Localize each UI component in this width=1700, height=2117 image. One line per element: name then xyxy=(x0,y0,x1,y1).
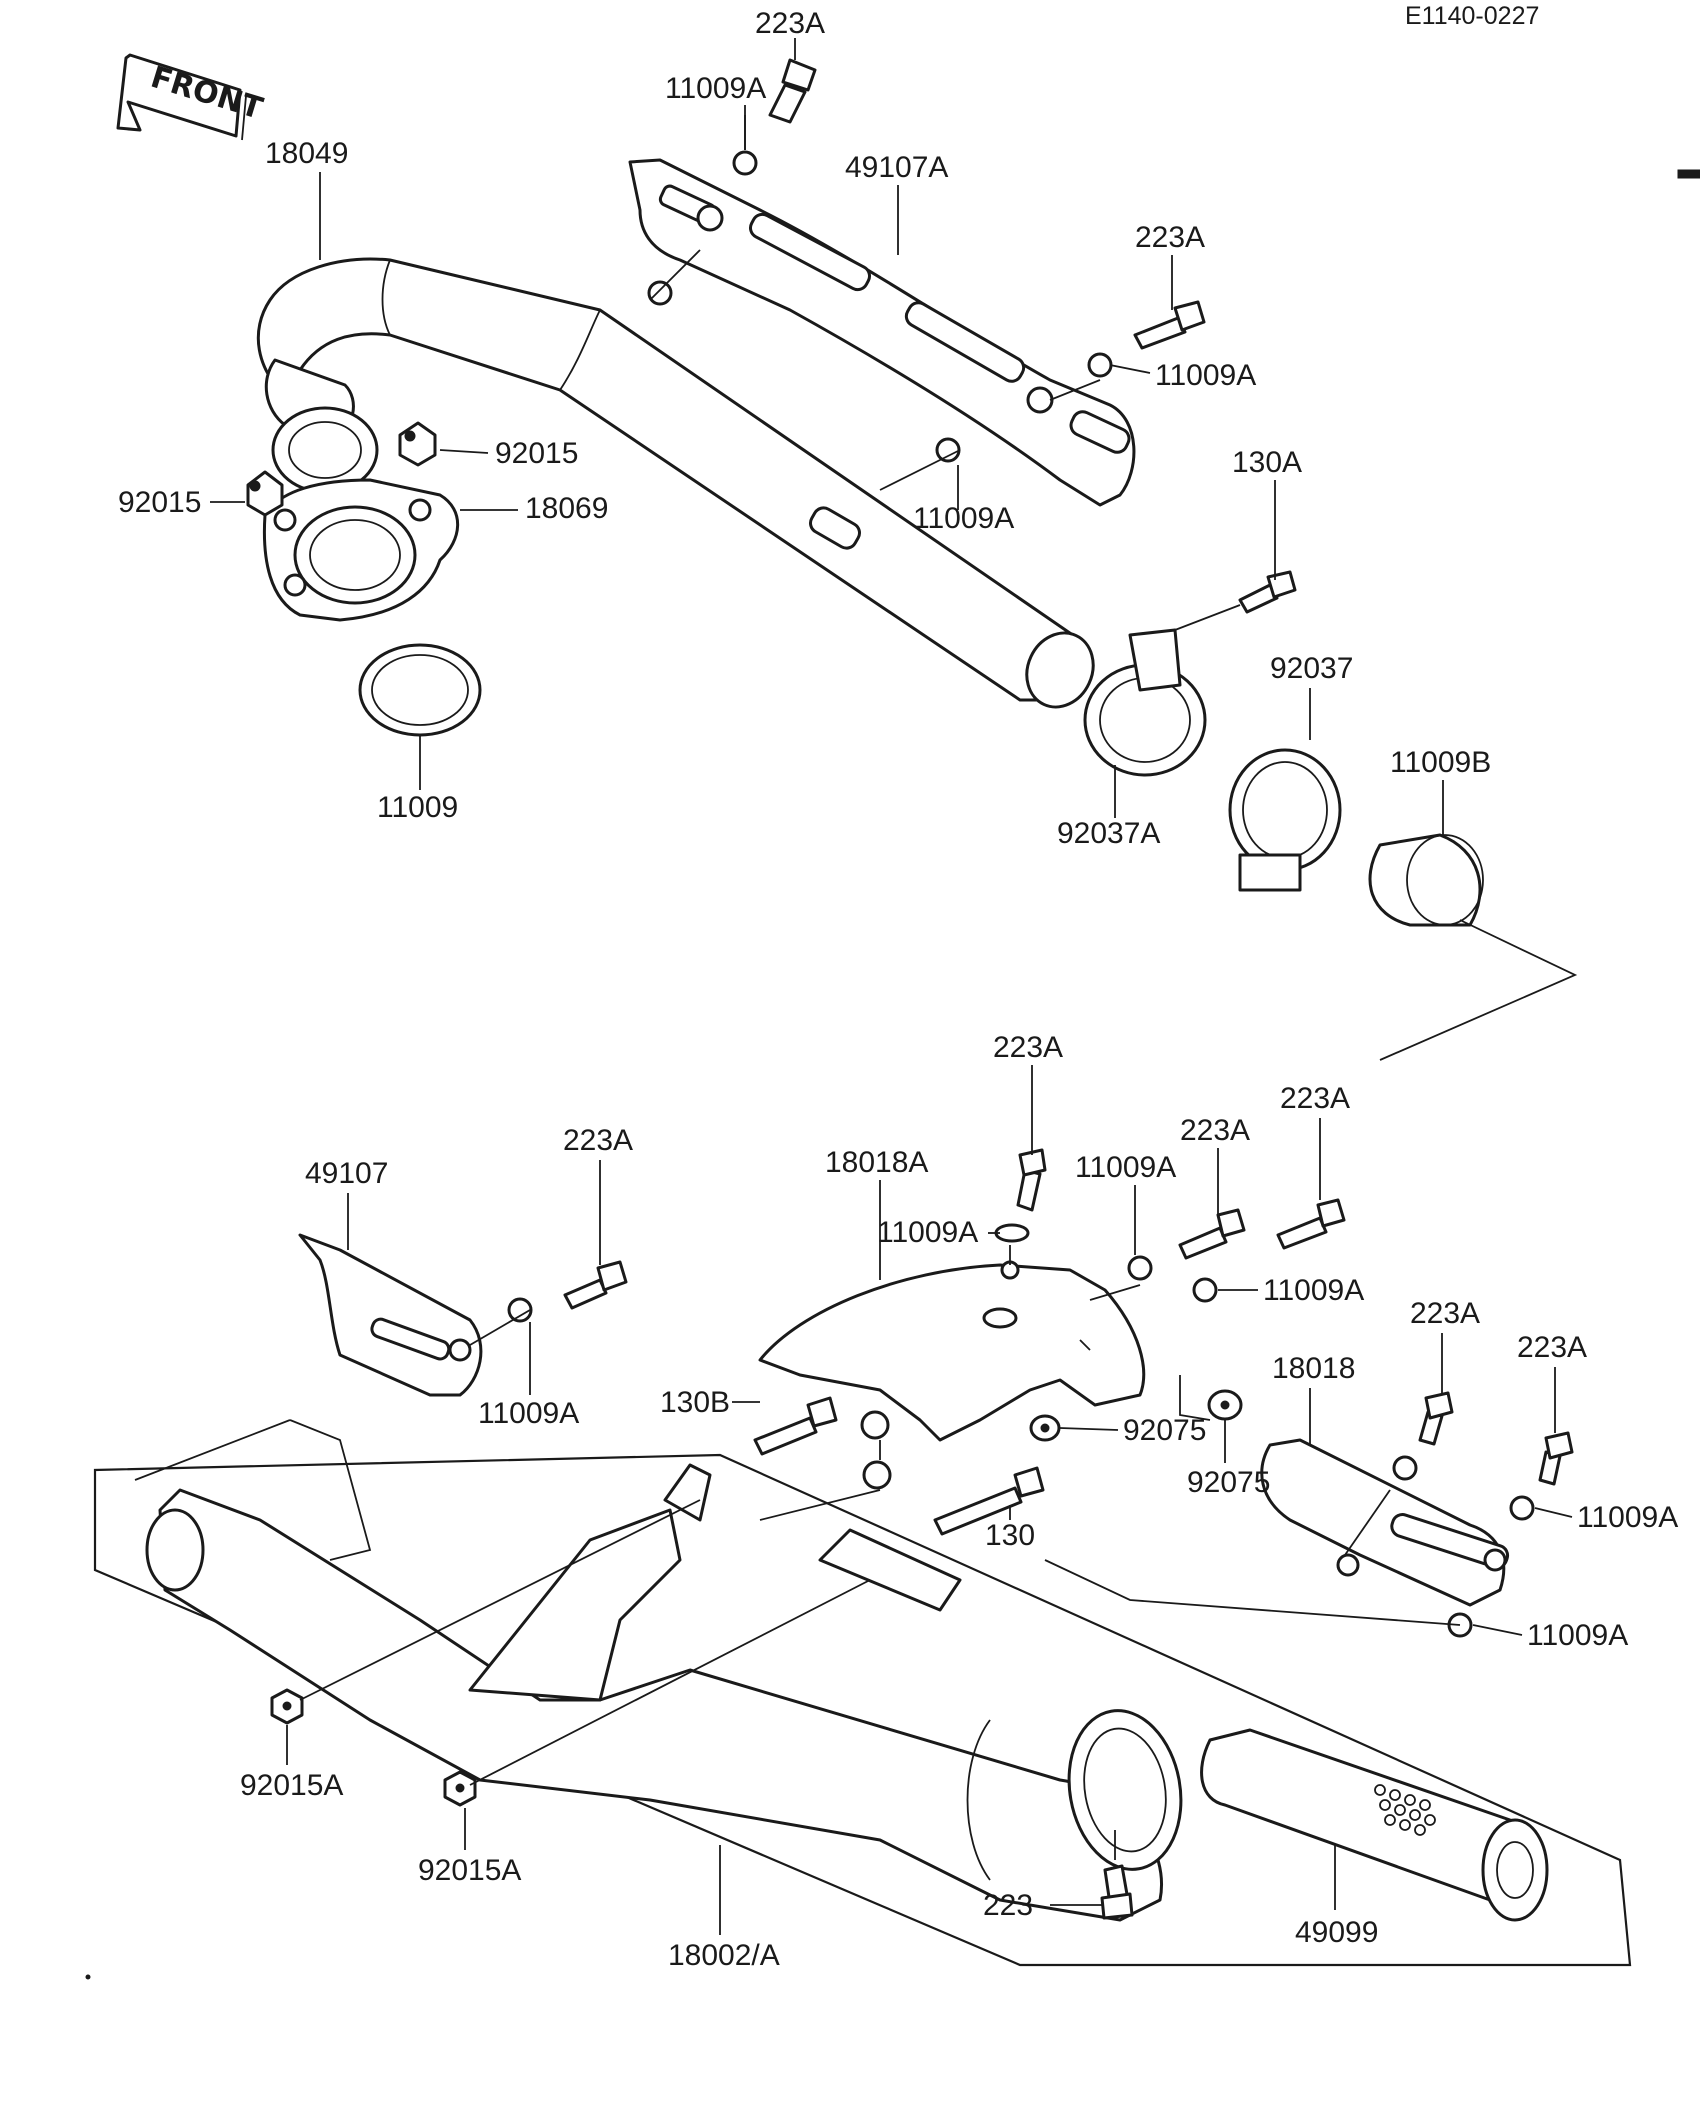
part-label-223: 223 xyxy=(983,1889,1033,1922)
bolt-130 xyxy=(933,1466,1045,1536)
part-label-223a-8: 223A xyxy=(1517,1331,1587,1364)
nut-92015-left xyxy=(246,470,284,517)
part-label-92037: 92037 xyxy=(1270,652,1353,685)
washer-11009a-lower-left xyxy=(507,1297,533,1323)
part-label-92015a-2: 92015A xyxy=(418,1854,521,1887)
part-label-130: 130 xyxy=(985,1519,1035,1552)
washer-130b-2 xyxy=(862,1460,892,1490)
part-label-11009a-8: 11009A xyxy=(1577,1501,1678,1534)
part-label-223a-7: 223A xyxy=(1410,1297,1480,1330)
muffler-18002 xyxy=(145,1463,1183,1922)
washer-11009a-mid xyxy=(935,437,961,463)
gasket-11009 xyxy=(358,643,482,737)
washer-11009a-shield-right xyxy=(1192,1277,1218,1303)
silencer-holes xyxy=(1374,1784,1436,1836)
nut-92015a-right xyxy=(443,1770,477,1807)
part-label-11009a-4: 11009A xyxy=(1075,1151,1176,1184)
part-label-223a-5: 223A xyxy=(1180,1114,1250,1147)
part-label-11009a-5: 11009A xyxy=(877,1216,978,1249)
part-label-92015-left: 92015 xyxy=(118,486,201,519)
part-label-223a-1: 223A xyxy=(755,7,825,40)
part-label-11009: 11009 xyxy=(377,791,458,824)
part-label-92015-right: 92015 xyxy=(495,437,578,470)
bolt-223a-shield-right xyxy=(1276,1198,1346,1250)
exhaust-flange xyxy=(262,478,460,622)
washer-11009a-shield-mid xyxy=(1127,1255,1153,1281)
heat-guard-49107a xyxy=(628,158,1136,507)
part-label-18018: 18018 xyxy=(1272,1352,1355,1385)
bolt-223a-18018-right xyxy=(1538,1431,1574,1486)
nut-92015a-left xyxy=(270,1688,304,1725)
header-pipe xyxy=(256,257,1095,709)
bolt-130b xyxy=(753,1396,838,1456)
washer-130b-1 xyxy=(860,1410,890,1440)
part-label-18069: 18069 xyxy=(525,492,608,525)
bolt-130a xyxy=(1238,570,1297,614)
part-label-11009a-2: 11009A xyxy=(1155,359,1256,392)
bolt-223a-lower-left xyxy=(563,1260,628,1310)
heat-guard-49107 xyxy=(298,1233,483,1397)
part-label-223a-2: 223A xyxy=(1135,221,1205,254)
part-label-11009a-7: 11009A xyxy=(478,1397,579,1430)
part-label-11009a-1: 11009A xyxy=(665,72,766,105)
silencer-49099 xyxy=(1200,1728,1549,1922)
part-label-11009a-3: 11009A xyxy=(913,502,1014,535)
part-label-223a-3: 223A xyxy=(993,1031,1063,1064)
heat-shield-18018 xyxy=(1260,1438,1510,1607)
stray-mark xyxy=(85,1974,91,1980)
nut-92075-left xyxy=(1029,1414,1061,1442)
bolt-223a-top xyxy=(768,58,817,124)
bolt-223a-shield-mid xyxy=(1178,1208,1246,1260)
sleeve-11009b xyxy=(1368,833,1484,927)
part-label-49099: 49099 xyxy=(1295,1916,1378,1949)
part-label-92075-1: 92075 xyxy=(1123,1414,1206,1447)
part-label-49107: 49107 xyxy=(305,1157,388,1190)
part-label-223a-6: 223A xyxy=(563,1124,633,1157)
part-label-11009b: 11009B xyxy=(1390,746,1491,779)
edge-mark xyxy=(1677,169,1700,179)
bolt-223a-right-upper xyxy=(1133,300,1206,350)
washer-11009a-right-upper xyxy=(1087,352,1113,378)
diagram-code: E1140-0227 xyxy=(1405,2,1539,30)
clamp-92037a xyxy=(1083,628,1207,777)
part-label-92015a-1: 92015A xyxy=(240,1769,343,1802)
part-label-92037a: 92037A xyxy=(1057,817,1160,850)
part-label-223a-4: 223A xyxy=(1280,1082,1350,1115)
heat-shield-18018a xyxy=(758,1260,1146,1442)
part-label-49107a: 49107A xyxy=(845,151,948,184)
part-label-130b: 130B xyxy=(660,1386,730,1419)
part-label-18018a: 18018A xyxy=(825,1146,928,1179)
washer-11009a-shield-top xyxy=(994,1223,1030,1243)
clamp-92037 xyxy=(1228,748,1342,892)
part-label-18002a: 18002/A xyxy=(668,1939,780,1972)
bolt-223a-18018-left xyxy=(1418,1391,1454,1446)
bolt-223 xyxy=(1100,1864,1134,1920)
washer-11009a-top xyxy=(732,150,758,176)
washer-11009a-mid-left xyxy=(647,280,673,306)
front-arrow: FRONT xyxy=(116,53,267,141)
washer-11009a-18018-right xyxy=(1509,1495,1535,1521)
washer-11009a-18018-left xyxy=(1392,1455,1418,1481)
part-label-130a: 130A xyxy=(1232,446,1302,479)
part-label-11009a-6: 11009A xyxy=(1263,1274,1364,1307)
nut-92075-right xyxy=(1207,1389,1243,1421)
muffler-outline xyxy=(93,1453,1632,1967)
part-label-92075-2: 92075 xyxy=(1187,1466,1270,1499)
part-label-11009a-9: 11009A xyxy=(1527,1619,1628,1652)
nut-92015-right xyxy=(398,421,437,467)
bolt-223a-shield-top xyxy=(1016,1148,1047,1212)
part-label-18049: 18049 xyxy=(265,137,348,170)
